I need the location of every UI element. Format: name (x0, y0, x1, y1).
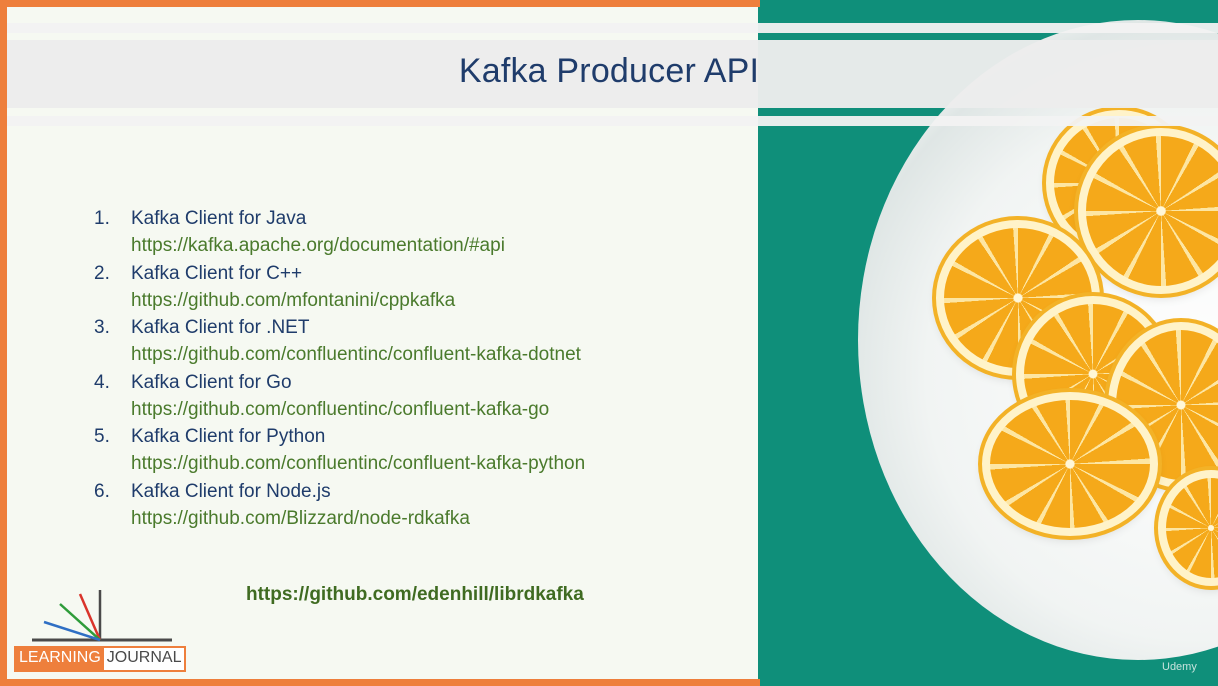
item-title: Kafka Client for Node.js (131, 480, 331, 502)
book-rays-icon (32, 590, 172, 642)
item-url-link[interactable]: https://kafka.apache.org/documentation/#… (131, 235, 505, 256)
orange-border-bottom (0, 679, 760, 686)
title-band-stripe (7, 23, 1218, 33)
logo-wordmark: LEARNING JOURNAL (14, 646, 187, 672)
item-url-link[interactable]: https://github.com/confluentinc/confluen… (131, 453, 586, 475)
item-title: Kafka Client for C++ (131, 262, 303, 284)
item-url-link[interactable]: https://github.com/confluentinc/confluen… (131, 344, 581, 366)
slide-title: Kafka Producer API (458, 52, 760, 90)
librdkafka-link[interactable]: https://github.com/edenhill/librdkafka (246, 584, 584, 605)
item-number: 1. (94, 208, 110, 229)
orange-border-left (0, 0, 7, 686)
orange-border-top (0, 0, 760, 7)
item-number: 2. (94, 262, 110, 284)
lemon-plate-photo (758, 0, 1218, 686)
lemon-slice (1078, 128, 1218, 294)
item-number: 6. (94, 480, 110, 502)
udemy-watermark: Udemy (1162, 661, 1197, 673)
item-url-link[interactable]: https://github.com/mfontanini/cppkafka (131, 289, 456, 311)
item-title: Kafka Client for Go (131, 371, 292, 393)
learning-journal-logo: LEARNING JOURNAL (14, 588, 187, 672)
logo-word-journal: JOURNAL (103, 648, 185, 670)
lemon-slice (982, 392, 1158, 536)
item-title: Kafka Client for .NET (131, 317, 310, 339)
item-url-link[interactable]: https://github.com/Blizzard/node-rdkafka (131, 507, 471, 529)
item-title: Kafka Client for Java (131, 208, 307, 229)
logo-word-learning: LEARNING (16, 648, 104, 670)
item-number: 3. (94, 317, 110, 339)
item-title: Kafka Client for Python (131, 426, 326, 448)
title-band (7, 40, 1218, 108)
item-number: 5. (94, 426, 110, 448)
title-band-stripe (7, 116, 1218, 126)
item-number: 4. (94, 371, 110, 393)
item-url-link[interactable]: https://github.com/confluentinc/confluen… (131, 398, 550, 420)
